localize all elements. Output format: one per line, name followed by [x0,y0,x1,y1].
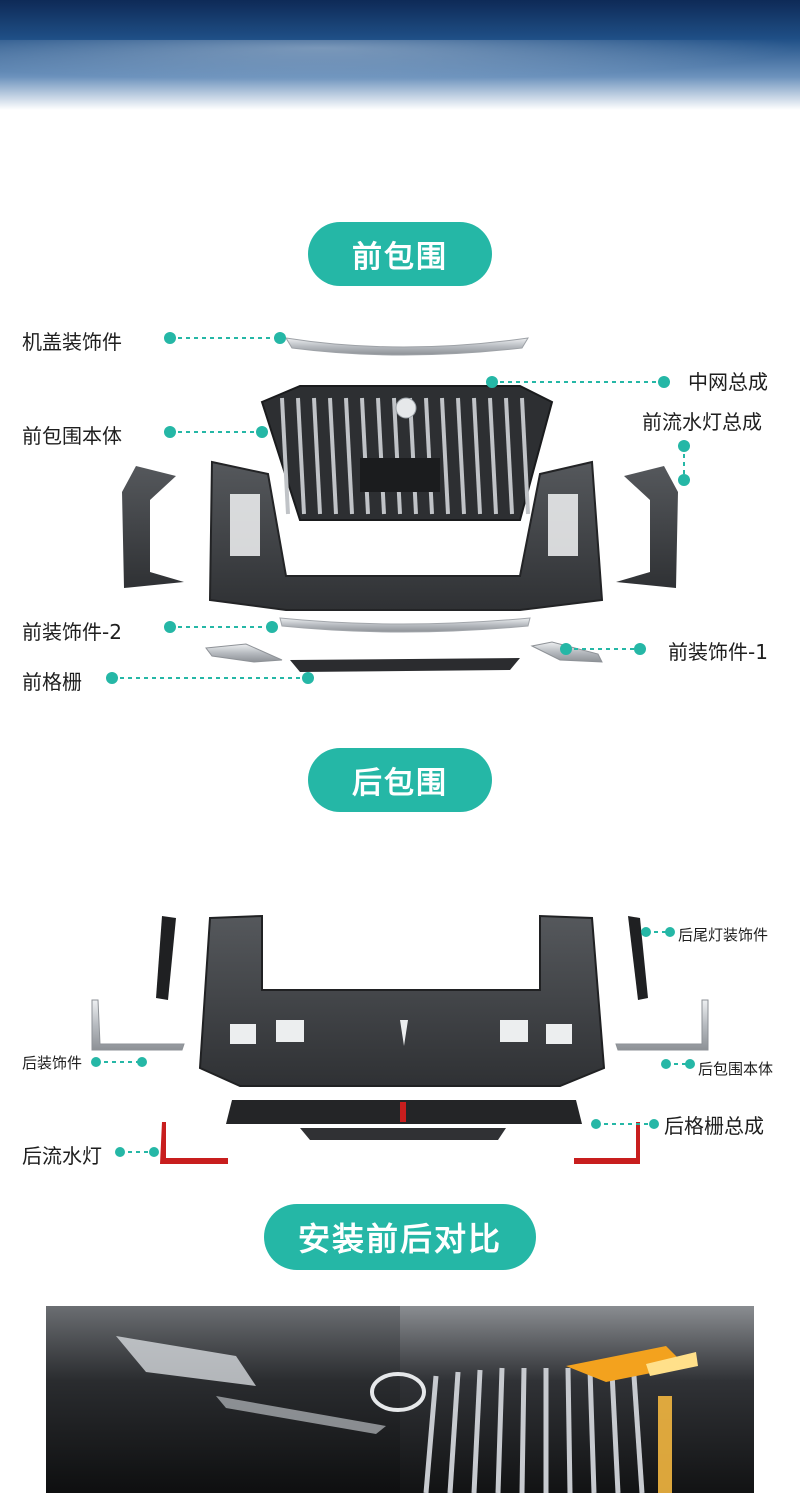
label-rear-drl: 后流水灯 [22,1144,102,1168]
label-front-trim-2: 前装饰件-2 [22,620,122,644]
label-front-bumper-body: 前包围本体 [22,424,122,448]
label-front-grille: 前格栅 [22,670,82,694]
hood-trim-part [285,337,529,356]
left-taillight-trim-part [156,916,176,1000]
right-taillight-trim-part [628,916,648,1000]
before-after-comparison-photo [46,1306,754,1493]
label-drl-assembly: 前流水灯总成 [642,410,762,434]
label-taillight-trim: 后尾灯装饰件 [678,926,769,944]
label-rear-bumper-body: 后包围本体 [698,1060,774,1078]
section-title-front: 前包围 [308,222,492,286]
section-title-compare: 安装前后对比 [264,1204,536,1270]
front-grille-assembly-part [260,385,554,521]
right-side-bracket-part [616,466,678,588]
label-hood-trim: 机盖装饰件 [22,330,122,354]
label-grille-assembly: 中网总成 [688,370,768,394]
left-rear-drl-part [160,1122,228,1164]
label-rear-grille-assembly: 后格栅总成 [664,1114,764,1138]
parts-diagram [91,332,709,1164]
front-trim-left-part [205,643,283,663]
rear-bumper-body-part [198,914,606,1087]
front-grille-strip-part [290,658,520,672]
section-title-rear: 后包围 [308,748,492,812]
after-image [400,1306,754,1493]
label-rear-trim: 后装饰件 [22,1054,83,1072]
front-bumper-body-part [208,460,604,611]
right-rear-drl-part [574,1122,640,1164]
top-banner-photo [0,0,800,110]
left-rear-trim-part [91,999,185,1051]
left-side-bracket-part [122,466,184,588]
label-front-trim-1: 前装饰件-1 [668,640,768,664]
front-trim-2-part [279,617,531,633]
right-rear-trim-part [615,999,709,1051]
rear-diffuser-part [300,1128,506,1140]
